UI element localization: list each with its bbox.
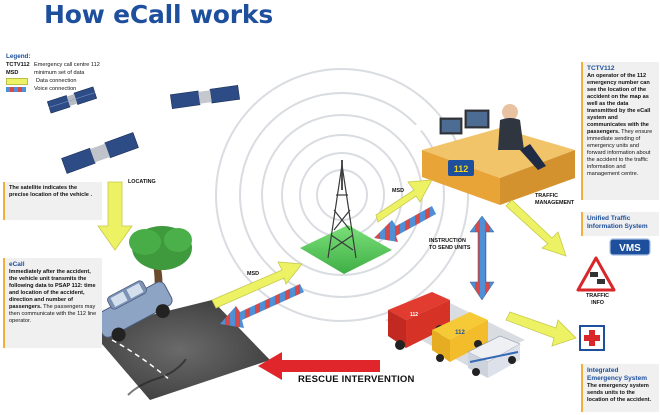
antenna-platform — [300, 225, 392, 274]
call-centre-icon — [422, 104, 575, 205]
legend-text: Data connection — [36, 77, 77, 84]
ecall-heading: eCall — [9, 261, 25, 268]
ecall-bold-text: Immediately after the accident, the vehi… — [9, 269, 96, 310]
car-icon — [94, 280, 173, 342]
instruction-label: INSTRUCTION TO SEND UNITS — [429, 238, 471, 251]
satellite-icon — [46, 86, 98, 114]
legend-text: minimum set of data — [34, 69, 85, 76]
satellite-info-text: The satellite indicates the precise loca… — [9, 185, 92, 198]
msd-left-label: MSD — [247, 271, 259, 277]
traffic-management-label: TRAFFIC MANAGEMENT — [535, 193, 575, 206]
red-cross-icon — [579, 325, 605, 351]
page-title: How eCall works — [44, 0, 274, 29]
legend-text: Emergency call centre 112 — [34, 61, 100, 68]
traffic-warning-icon — [576, 256, 616, 292]
traffic-info-label: TRAFFIC INFO — [586, 293, 610, 306]
ies-arrow — [505, 311, 577, 347]
voice-arrow-left — [220, 284, 304, 328]
msd-top-arrow — [375, 179, 433, 223]
tctv-info-box: TCTV112 An operator of the 112 emergency… — [581, 62, 659, 200]
desk-sign-label: 112 — [454, 164, 469, 174]
ambulance-icon — [432, 312, 488, 362]
unified-heading: Unified Traffic Information System — [587, 215, 648, 230]
legend-item: TCTV112 Emergency call centre 112 — [6, 62, 166, 70]
tctv-bold-text: An operator of the 112 emergency number … — [587, 73, 651, 135]
msd-left-arrow — [211, 261, 303, 309]
tctv-text: They ensure immediate sending of emergen… — [587, 129, 653, 177]
ies-bold-text: The emergency system sends units to the … — [587, 383, 652, 403]
fire-truck-sign-label: 112 — [410, 312, 418, 318]
vms-label: VMS — [619, 243, 641, 254]
legend: Legend: TCTV112 Emergency call centre 11… — [6, 53, 166, 94]
msd-top-label: MSD — [392, 188, 404, 194]
police-car-icon — [467, 335, 521, 378]
road — [90, 300, 270, 400]
voice-connection-swatch — [6, 87, 26, 93]
tree-icon — [129, 226, 192, 298]
locating-arrow — [97, 181, 133, 251]
traffic-management-arrow — [505, 199, 567, 257]
legend-text: Voice connection — [34, 85, 77, 92]
ies-info-box: Integrated Emergency System The emergenc… — [581, 364, 659, 412]
satellite-icon — [61, 132, 139, 174]
data-connection-swatch — [6, 78, 28, 86]
satellite-info-box: The satellite indicates the precise loca… — [3, 182, 102, 220]
ecall-info-box: eCall Immediately after the accident, th… — [3, 258, 102, 348]
ies-heading: Integrated Emergency System — [587, 367, 647, 382]
legend-item: Data connection — [6, 78, 166, 86]
ecall-text: The passengers may then communicate with… — [9, 304, 97, 324]
voice-arrow-vertical — [469, 215, 495, 301]
tctv-heading: TCTV112 — [587, 65, 615, 72]
legend-item: MSD minimum set of data — [6, 70, 166, 78]
truck-sign-label: 112 — [455, 330, 465, 336]
legend-key: MSD — [6, 69, 19, 76]
voice-arrow-top — [374, 206, 436, 242]
rescue-intervention-arrow — [258, 352, 380, 380]
locating-label: LOCATING — [128, 179, 156, 185]
legend-key: TCTV112 — [6, 61, 30, 68]
legend-heading: Legend: — [6, 53, 31, 60]
vms-sign — [609, 238, 651, 256]
rescue-intervention-label: RESCUE INTERVENTION — [298, 374, 415, 385]
antenna-tower-icon — [327, 160, 357, 259]
satellite-icon — [170, 84, 240, 110]
legend-item: Voice connection — [6, 86, 166, 94]
unified-traffic-box: Unified Traffic Information System — [581, 212, 659, 236]
